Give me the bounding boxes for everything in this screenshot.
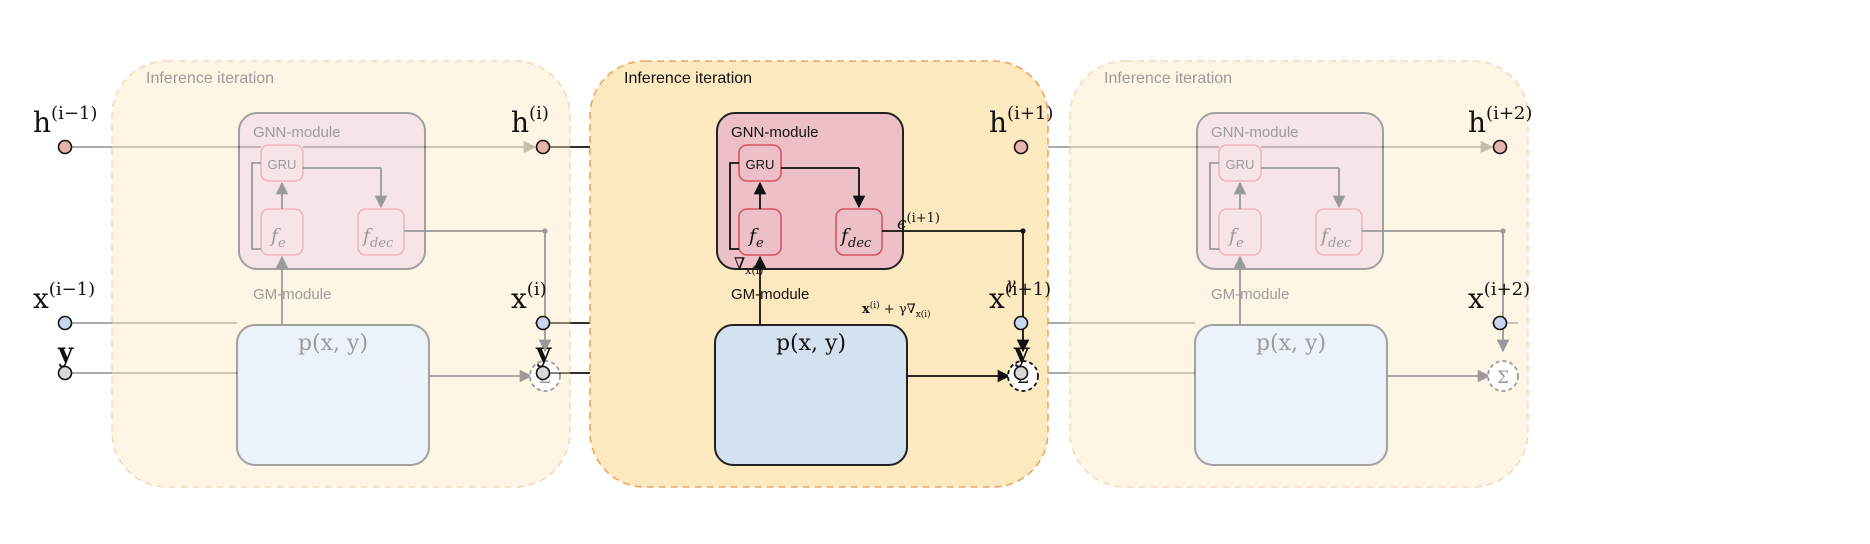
x-node — [1013, 315, 1029, 331]
gm-formula: p(x, y) — [298, 331, 368, 356]
x-node-label-base: x — [511, 282, 527, 315]
x-node — [57, 315, 73, 331]
update-x-sup: (i) — [870, 300, 880, 311]
fe-label: fe — [1227, 225, 1244, 251]
gamma-label: γ — [1006, 274, 1016, 293]
x-node-label: x(i+2) — [1468, 279, 1530, 315]
gnn-module-label: GNN-module — [1211, 124, 1299, 141]
h-node-label-script: (i) — [529, 103, 549, 124]
h-node-label-base: h — [1468, 106, 1486, 139]
h-node-label-script: (i−1) — [51, 103, 97, 124]
gm-formula: p(x, y) — [776, 331, 846, 356]
fe-label-base: f — [1227, 225, 1239, 247]
h-node-label-script: (i+1) — [1007, 103, 1053, 124]
nodes-layer: h(i−1)x(i−1)yh(i)x(i)yh(i+1)x(i+1)yh(i+2… — [33, 103, 1532, 381]
fe-label-script: e — [1236, 236, 1244, 251]
iteration-label: Inference iteration — [146, 70, 274, 87]
epsilon-label-script: (i+1) — [907, 211, 940, 226]
block-shapes — [590, 61, 1048, 487]
node-column-0: h(i−1)x(i−1)y — [33, 103, 97, 381]
fe-label-script: e — [278, 236, 286, 251]
gm-module-label: GM-module — [731, 286, 809, 303]
gradient-label: ∇x(i) — [734, 254, 763, 277]
block-shapes — [112, 61, 570, 487]
iteration-label: Inference iteration — [624, 70, 752, 87]
node-column-1: h(i)x(i)y — [511, 103, 552, 381]
h-node-label-base: h — [989, 106, 1007, 139]
epsilon-label-base: ϵ — [897, 214, 907, 234]
fdec-label: fdec — [361, 225, 394, 251]
gm-module-label: GM-module — [253, 286, 331, 303]
x-node-label-script: (i+1) — [1005, 279, 1051, 300]
h-node-label-script: (i+2) — [1486, 103, 1532, 124]
x-node-label-script: (i+2) — [1484, 279, 1530, 300]
x-node-label-base: x — [989, 282, 1005, 315]
gm-formula: p(x, y) — [1256, 331, 1326, 356]
node-column-2: h(i+1)x(i+1)y — [989, 103, 1053, 381]
gru-label: GRU — [746, 157, 775, 172]
h-node — [535, 139, 551, 155]
y-node-label: y — [535, 338, 552, 368]
h-node-label-base: h — [33, 106, 51, 139]
fdec-label-base: f — [839, 225, 851, 247]
fe-label: fe — [269, 225, 286, 251]
gm-module-label: GM-module — [1211, 286, 1289, 303]
h-node — [1013, 139, 1029, 155]
update-label: x(i) + γ∇x(i) — [862, 300, 931, 320]
h-node-label: h(i) — [511, 103, 549, 139]
h-node-label-base: h — [511, 106, 529, 139]
y-node — [535, 365, 551, 381]
x-node — [535, 315, 551, 331]
h-node-label: h(i−1) — [33, 103, 97, 139]
y-node-label: y — [57, 338, 74, 368]
gnn-module-label: GNN-module — [731, 124, 819, 141]
x-node-label: x(i−1) — [33, 279, 95, 315]
x-node-label-script: (i) — [527, 279, 547, 300]
update-gamma-grad: + γ∇ — [880, 302, 916, 317]
h-node-label: h(i+2) — [1468, 103, 1532, 139]
block-shapes — [1070, 61, 1528, 487]
gnn-module-label: GNN-module — [253, 124, 341, 141]
node-column-3: h(i+2)x(i+2) — [1468, 103, 1532, 331]
fe-label-base: f — [269, 225, 281, 247]
fe-label-base: f — [747, 225, 759, 247]
x-node-label: x(i+1) — [989, 279, 1051, 315]
fdec-label: fdec — [839, 225, 872, 251]
iteration-label: Inference iteration — [1104, 70, 1232, 87]
update-x: x — [862, 302, 870, 317]
x-node — [1492, 315, 1508, 331]
update-grad-sub: x(i) — [916, 309, 931, 320]
fdec-label: fdec — [1319, 225, 1352, 251]
fdec-label-base: f — [1319, 225, 1331, 247]
x-node-label-base: x — [1468, 282, 1484, 315]
h-node-label: h(i+1) — [989, 103, 1053, 139]
fdec-label-script: dec — [848, 236, 872, 251]
x-node-label-base: x — [33, 282, 49, 315]
fe-label: fe — [747, 225, 764, 251]
fdec-label-base: f — [361, 225, 373, 247]
y-node — [1013, 365, 1029, 381]
fe-label-script: e — [756, 236, 764, 251]
sum-symbol: Σ — [1497, 368, 1509, 388]
y-node-label: y — [1013, 338, 1030, 368]
x-node-label: x(i) — [511, 279, 547, 315]
x-node-label-script: (i−1) — [49, 279, 95, 300]
gradient-label-script: x(i) — [745, 264, 763, 277]
gru-label: GRU — [1226, 157, 1255, 172]
epsilon-label: ϵ(i+1) — [897, 211, 940, 234]
y-node — [57, 365, 73, 381]
h-node — [1492, 139, 1508, 155]
gradient-label-base: ∇ — [734, 254, 745, 273]
fdec-label-script: dec — [370, 236, 394, 251]
gru-label: GRU — [268, 157, 297, 172]
h-node — [57, 139, 73, 155]
fdec-label-script: dec — [1328, 236, 1352, 251]
